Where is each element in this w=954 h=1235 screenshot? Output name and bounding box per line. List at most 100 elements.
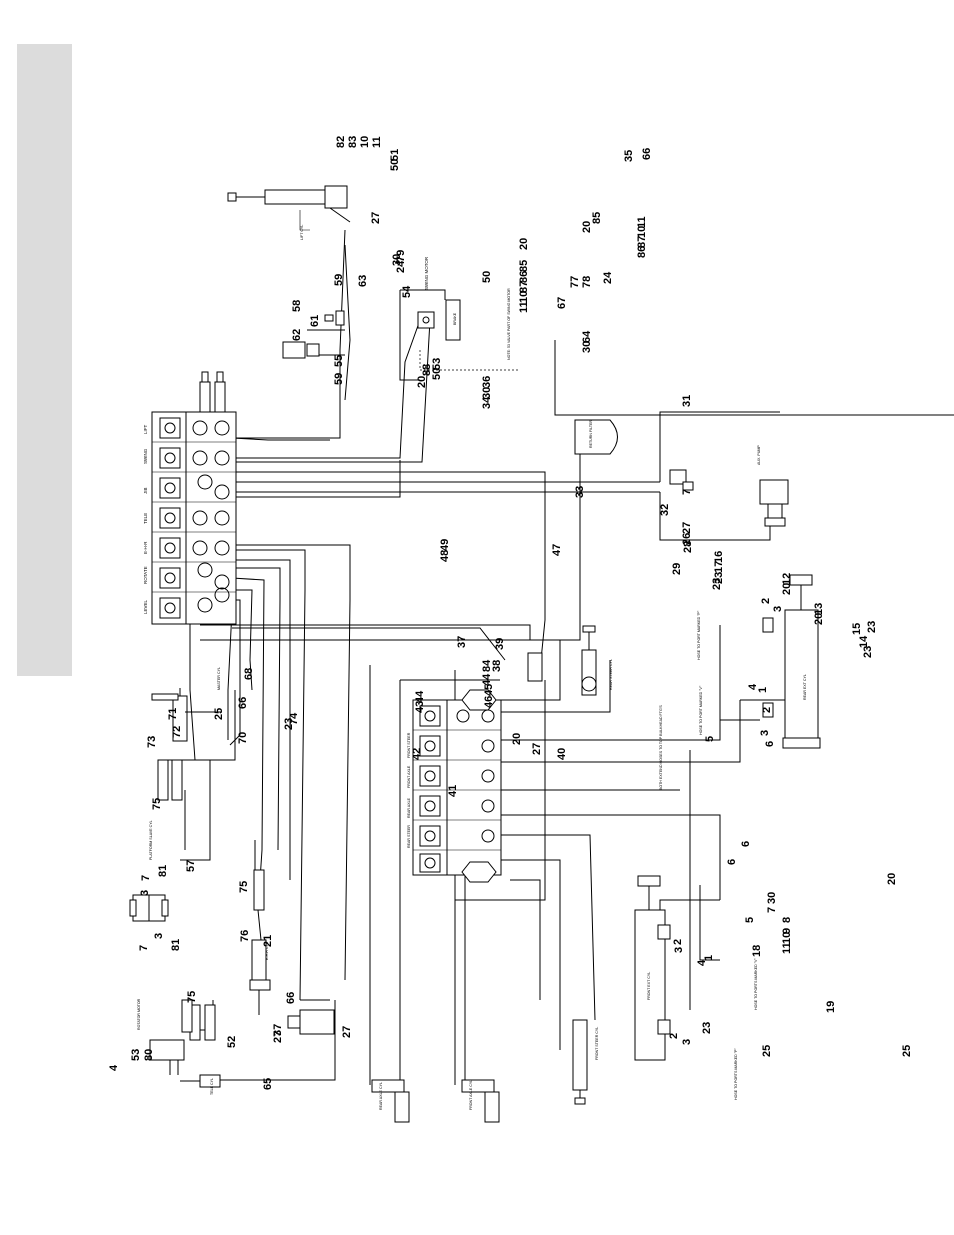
brake-valve-group: [282, 310, 345, 359]
callout-42: 42: [411, 748, 423, 760]
callout-11: 11: [371, 136, 383, 148]
swing-motor: BRAKE SWING MOTOR NOTE: 53 VALVE PART OF…: [417, 256, 511, 360]
callout-44: 44: [481, 673, 493, 686]
rear-ext-cyl-label: REAR EXT CYL: [803, 674, 807, 700]
brake-label: BRAKE: [453, 312, 457, 325]
return-filter: RETURN FILTER: [574, 419, 618, 455]
callout-2: 2: [760, 598, 772, 604]
return-filter-label: RETURN FILTER: [589, 420, 593, 448]
callout-25: 25: [761, 1045, 773, 1057]
callout-3: 3: [681, 1039, 693, 1045]
callout-50: 50: [481, 271, 493, 283]
callout-13: 13: [813, 603, 825, 615]
hose-port-p-label: HOSE TO PORT MARKED "P": [697, 610, 701, 660]
lower-control-valve: [412, 689, 502, 883]
callout-65: 65: [262, 1078, 274, 1090]
callout-26: 26: [681, 533, 693, 545]
callout-23: 23: [862, 646, 874, 658]
callout-37: 37: [456, 636, 468, 648]
callout-31: 31: [681, 395, 693, 407]
callout-58: 58: [291, 300, 303, 312]
callout-75: 75: [151, 798, 163, 810]
sequence-valve: [287, 1009, 335, 1035]
hose-lines: [159, 229, 954, 1085]
callout-11: 11: [781, 942, 793, 954]
callout-20: 20: [416, 376, 428, 388]
callout-52: 52: [226, 1036, 238, 1048]
callout-77: 77: [569, 276, 581, 288]
callout-24: 24: [602, 271, 614, 284]
callout-40: 40: [556, 748, 568, 760]
callout-3: 3: [759, 730, 771, 736]
callout-14: 14: [858, 635, 870, 648]
callout-25: 25: [901, 1045, 913, 1057]
callout-11: 11: [518, 301, 530, 313]
callout-45: 45: [483, 684, 495, 696]
callout-43: 43: [414, 701, 426, 713]
callout-12: 12: [781, 573, 793, 585]
callout-55: 55: [333, 355, 345, 367]
callout-64: 64: [581, 330, 593, 343]
callout-21: 21: [262, 935, 274, 947]
callout-11: 11: [636, 216, 648, 228]
callout-34: 34: [481, 396, 493, 409]
callout-27: 27: [370, 212, 382, 224]
callout-84: 84: [481, 659, 493, 672]
callout-16: 16: [713, 551, 725, 563]
callout-23: 23: [701, 1022, 713, 1034]
lift-cylinder: LIFT CYL: [227, 185, 351, 240]
front-ext-cyl-label: FRONT EXT CYL: [647, 972, 651, 1000]
callout-54: 54: [401, 285, 413, 298]
valve-top-labels: LIFT SWING JIB TELE E-H-R ROTATE LEVEL: [143, 424, 148, 614]
platform-slave-label: PLATFORM SLAVE CYL: [149, 820, 153, 860]
callout-53: 53: [130, 1049, 142, 1061]
callout-41: 41: [447, 785, 459, 797]
callout-1: 1: [703, 955, 715, 961]
callout-20: 20: [511, 733, 523, 745]
callout-9: 9: [781, 928, 793, 934]
callout-28: 28: [682, 541, 694, 553]
callout-5: 5: [744, 917, 756, 923]
callout-2: 2: [672, 939, 684, 945]
valve-label-rotate: ROTATE: [143, 566, 148, 584]
callout-67: 67: [556, 297, 568, 309]
callout-7: 7: [681, 489, 693, 495]
callout-66: 66: [237, 697, 249, 709]
aux-pump: AUX. PUMP: [669, 445, 789, 527]
hose-ports-p-label: HOSE TO PORTS MARKED "P": [734, 1048, 738, 1100]
callout-51: 51: [389, 149, 401, 161]
callout-85: 85: [518, 260, 530, 272]
callout-68: 68: [243, 668, 255, 680]
callout-3: 3: [153, 933, 165, 939]
valve-label-jib: JIB: [143, 487, 148, 494]
callout-7: 7: [766, 907, 778, 913]
callout-4: 4: [696, 959, 708, 966]
callout-74: 74: [288, 712, 300, 725]
rear-steer-cylinder: REAR STEER CYL: [581, 625, 613, 696]
ehr-cylinder: E-H-R CYL: [249, 939, 271, 1015]
callout-10: 10: [781, 932, 793, 944]
valve-bottom-labels: FRONT STEER FRONT AXLE REAR AXLE REAR ST…: [407, 732, 411, 848]
callout-59: 59: [333, 274, 345, 286]
rotator-motor-label: ROTATOR MOTOR: [137, 998, 141, 1030]
callout-29: 29: [671, 563, 683, 575]
callout-75: 75: [186, 991, 198, 1003]
callout-83: 83: [347, 136, 359, 148]
callout-87: 87: [636, 236, 648, 248]
callout-44: 44: [414, 690, 426, 703]
side-margin-strip: [17, 44, 72, 676]
callout-23: 23: [713, 572, 725, 584]
platform-slave-cylinder: PLATFORM SLAVE CYL: [129, 820, 169, 922]
callout-4: 4: [747, 683, 759, 690]
callout-20: 20: [813, 613, 825, 625]
callout-70: 70: [237, 732, 249, 744]
tele-cyl-label: TELE CYL: [210, 1078, 214, 1095]
callout-59: 59: [333, 373, 345, 385]
callout-66: 66: [285, 992, 297, 1004]
callout-73: 73: [146, 736, 158, 748]
callout-85: 85: [591, 212, 603, 224]
aux-pump-label: AUX. PUMP: [757, 445, 761, 465]
valve-label-tele: TELE: [143, 513, 148, 524]
callout-78: 78: [581, 276, 593, 288]
